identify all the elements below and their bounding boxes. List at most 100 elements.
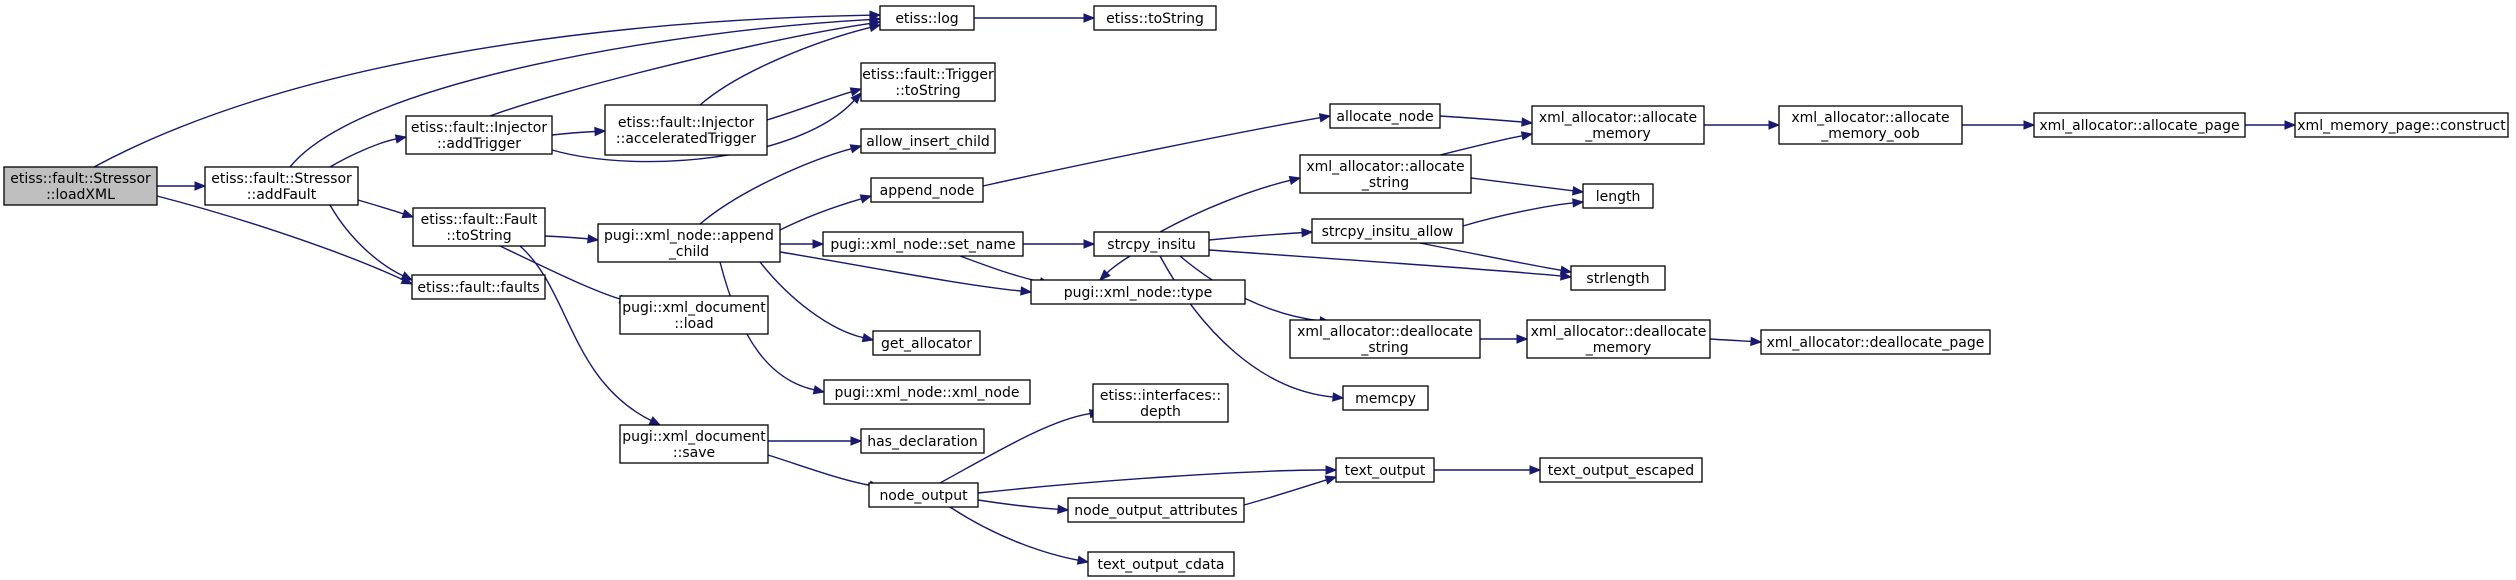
edge-line <box>357 199 404 215</box>
node-alloc-mem-oob[interactable]: xml_allocator::allocate_memory_oob <box>1778 105 1963 145</box>
node-alloc-string[interactable]: xml_allocator::allocate_string <box>1299 154 1472 194</box>
edge-arrowhead <box>1520 131 1534 141</box>
node-append-node[interactable]: append_node <box>870 177 984 203</box>
node-trig-tostring[interactable]: etiss::fault::Trigger::toString <box>860 62 996 102</box>
node-label-line: pugi::xml_node::set_name <box>830 237 1015 253</box>
node-type[interactable]: pugi::xml_node::type <box>1030 279 1246 305</box>
edge-line <box>977 499 1059 510</box>
node-length[interactable]: length <box>1582 183 1654 209</box>
node-memcpy[interactable]: memcpy <box>1342 385 1429 411</box>
node-depth[interactable]: etiss::interfaces::depth <box>1092 383 1229 423</box>
node-node-output[interactable]: node_output <box>868 482 979 508</box>
node-loadxml[interactable]: etiss::fault::Stressor::loadXML <box>3 166 158 206</box>
node-append-child[interactable]: pugi::xml_node::append_child <box>597 223 781 263</box>
node-set-name[interactable]: pugi::xml_node::set_name <box>822 231 1024 257</box>
call-edge-addfault-to-faults <box>329 204 414 281</box>
node-box <box>1030 279 1246 305</box>
node-text-cdata[interactable]: text_output_cdata <box>1087 551 1235 577</box>
edge-arrowhead <box>812 239 825 249</box>
node-label-line: etiss::fault::Injector <box>618 115 754 131</box>
node-box <box>1760 329 1991 355</box>
node-get-alloc[interactable]: get_allocator <box>872 330 981 356</box>
node-label-line: pugi::xml_node::type <box>1064 285 1212 301</box>
node-label-line: depth <box>1140 404 1181 420</box>
node-box <box>1342 385 1429 411</box>
node-accel[interactable]: etiss::fault::Injector::acceleratedTrigg… <box>604 104 768 156</box>
call-edge-addfault-to-fault_tostring <box>357 199 415 219</box>
node-tostring[interactable]: etiss::toString <box>1093 5 1217 31</box>
edge-arrowhead <box>648 416 662 426</box>
node-addfault[interactable]: etiss::fault::Stressor::addFault <box>204 166 359 206</box>
node-construct[interactable]: xml_memory_page::construct <box>2294 112 2509 138</box>
node-node-attrs[interactable]: node_output_attributes <box>1067 497 1245 523</box>
edge-line <box>766 91 852 121</box>
edge-line <box>1243 479 1327 506</box>
node-alloc-page[interactable]: xml_allocator::allocate_page <box>2033 112 2246 138</box>
node-box <box>1582 183 1654 209</box>
node-box <box>822 231 1024 257</box>
call-edge-addtrigger-to-trig_tostring <box>551 92 862 163</box>
node-box <box>2033 112 2246 138</box>
node-doc-load[interactable]: pugi::xml_document::load <box>619 295 769 335</box>
edge-line <box>519 245 652 422</box>
edge-arrowhead <box>850 436 863 446</box>
node-addtrigger[interactable]: etiss::fault::Injector::addTrigger <box>405 115 553 155</box>
edge-arrowhead <box>1288 175 1302 186</box>
node-box <box>872 330 981 356</box>
edge-arrowhead <box>1516 334 1529 344</box>
node-box <box>2294 112 2509 138</box>
node-has-decl[interactable]: has_declaration <box>860 428 985 454</box>
node-label-line: _memory_oob <box>1820 126 1920 142</box>
node-dealloc-string[interactable]: xml_allocator::deallocate_string <box>1289 319 1481 359</box>
node-box <box>619 295 769 335</box>
edge-line <box>489 22 871 117</box>
node-strcpy-insitu[interactable]: strcpy_insitu <box>1093 231 1210 257</box>
node-dealloc-memory[interactable]: xml_allocator::deallocate_memory <box>1526 319 1711 359</box>
node-log[interactable]: etiss::log <box>879 5 975 31</box>
edge-line <box>551 99 855 163</box>
node-box <box>597 223 781 263</box>
edge-arrowhead <box>1559 265 1573 275</box>
node-label-line: etiss::log <box>895 11 958 27</box>
edge-line <box>699 147 852 225</box>
node-strcpy-allow[interactable]: strcpy_insitu_allow <box>1311 218 1464 244</box>
node-label-line: xml_memory_page::construct <box>2297 118 2506 134</box>
node-fault-tostring[interactable]: etiss::fault::Fault::toString <box>412 207 546 247</box>
call-edge-node_output-to-text_output <box>977 465 1338 494</box>
node-label-line: xml_allocator::deallocate <box>1531 324 1707 340</box>
node-allow-insert[interactable]: allow_insert_child <box>860 128 996 154</box>
node-box <box>1335 457 1435 483</box>
edge-arrowhead <box>812 385 826 395</box>
node-allocate-node[interactable]: allocate_node <box>1329 103 1441 129</box>
node-box <box>1093 5 1217 31</box>
node-label-line: etiss::fault::Injector <box>411 120 547 136</box>
edge-arrowhead <box>1076 555 1090 565</box>
edge-line <box>499 245 621 300</box>
node-xml-node[interactable]: pugi::xml_node::xml_node <box>823 379 1031 405</box>
node-text-escaped[interactable]: text_output_escaped <box>1539 457 1703 483</box>
edge-arrowhead <box>850 92 862 104</box>
node-box <box>860 62 996 102</box>
edge-arrowhead <box>859 194 873 204</box>
node-box <box>405 115 553 155</box>
node-label-line: get_allocator <box>881 336 972 352</box>
edge-arrowhead <box>394 134 408 144</box>
node-dealloc-page[interactable]: xml_allocator::deallocate_page <box>1760 329 1991 355</box>
edge-arrowhead <box>1057 504 1070 514</box>
call-edge-node_output-to-text_cdata <box>949 506 1090 565</box>
node-alloc-memory[interactable]: xml_allocator::allocate_memory <box>1531 105 1705 145</box>
call-edge-append_child-to-set_name <box>780 239 825 249</box>
call-edge-node_output-to-node_attrs <box>977 499 1070 514</box>
edge-arrowhead <box>1083 13 1096 23</box>
node-strlength[interactable]: strlength <box>1570 265 1666 291</box>
node-text-output[interactable]: text_output <box>1335 457 1435 483</box>
edge-line <box>959 255 1041 283</box>
node-faults[interactable]: etiss::fault::faults <box>411 274 546 300</box>
node-label-line: etiss::fault::faults <box>417 280 539 296</box>
node-label-line: has_declaration <box>867 434 978 450</box>
edge-line <box>982 117 1321 187</box>
call-edge-alloc_string-to-length <box>1470 177 1585 196</box>
call-edge-strcpy_insitu-to-strlength <box>1208 249 1573 281</box>
node-doc-save[interactable]: pugi::xml_document::save <box>619 424 769 464</box>
node-label-line: _string <box>1360 340 1408 356</box>
